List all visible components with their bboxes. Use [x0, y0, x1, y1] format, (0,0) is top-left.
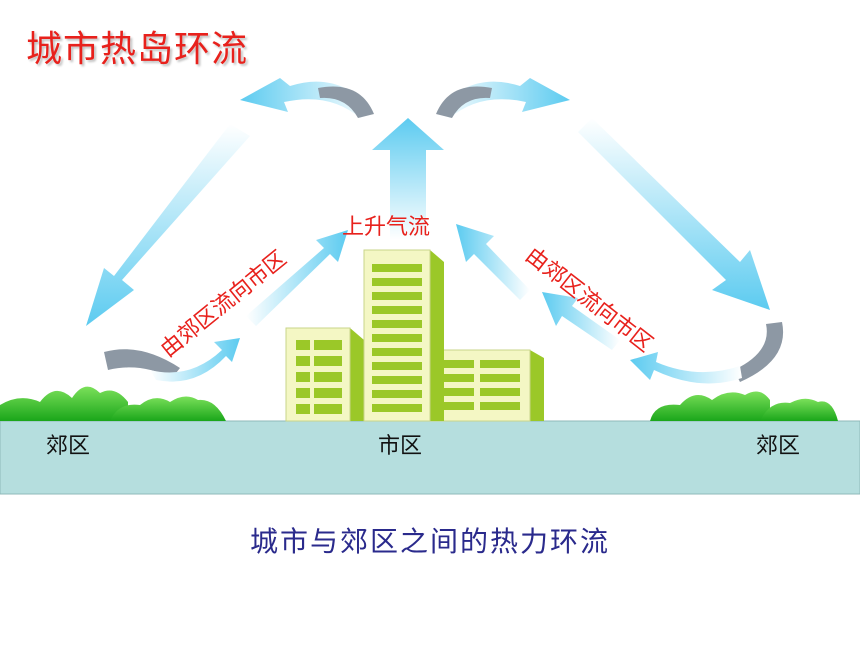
upper-right-gray-tail	[436, 86, 492, 118]
right-bottom-gray-curve	[734, 322, 784, 382]
vegetation-right	[650, 391, 838, 421]
left-bottom-cyan-curve	[150, 338, 240, 382]
left-descending-arrow	[86, 124, 250, 326]
city-buildings	[285, 249, 544, 422]
left-bottom-gray-curve	[104, 349, 180, 378]
right-bottom-cyan-curve	[630, 352, 742, 384]
city-label: 市区	[378, 434, 423, 459]
diagram-caption: 城市与郊区之间的热力环流	[249, 525, 610, 558]
right-descending-arrow	[578, 118, 770, 310]
ground-band	[0, 420, 860, 495]
upper-left-gray-tail	[318, 86, 374, 118]
rising-air-arrow	[372, 118, 444, 240]
flow-right-label: 由郊区流向市区	[520, 243, 657, 358]
vegetation-left	[0, 386, 226, 421]
rising-air-label: 上升气流	[342, 215, 430, 240]
right-inflow-arrow-lower	[542, 292, 620, 350]
page-title: 城市热岛环流	[26, 29, 249, 70]
suburb-right-label: 郊区	[756, 434, 801, 459]
suburb-left-label: 郊区	[46, 434, 91, 459]
left-inflow-arrow	[246, 230, 348, 326]
right-inflow-arrow-upper	[456, 224, 530, 300]
